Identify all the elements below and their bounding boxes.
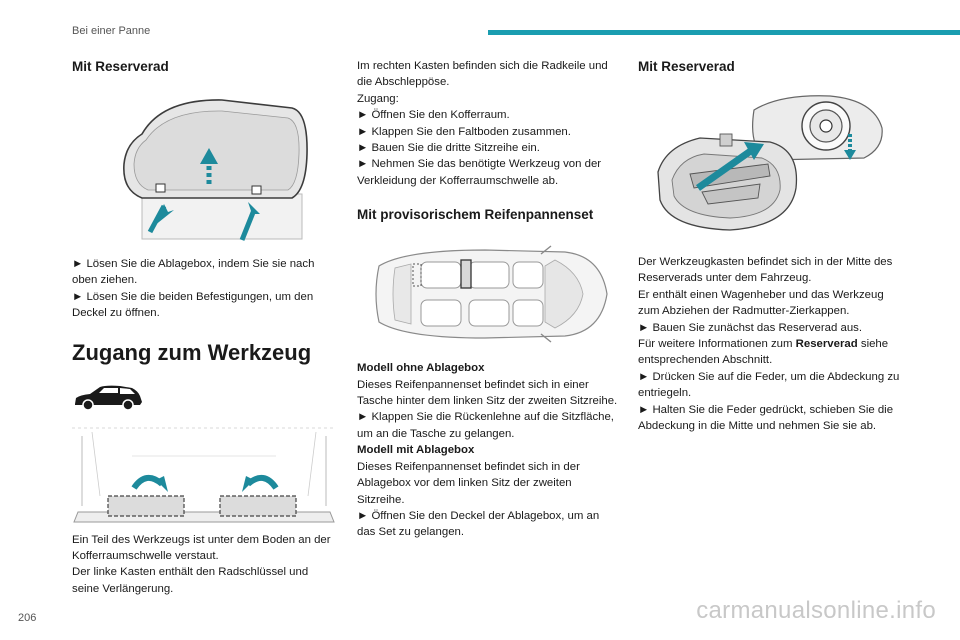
suv-silhouette-icon — [72, 384, 338, 412]
step-deckel-oeffnen: ► Öffnen Sie den Deckel der Ablagebox, u… — [357, 509, 600, 539]
heading-reifenpannenset: Mit provisorischem Reifenpannenset — [357, 207, 594, 223]
column-middle: Im rechten Kasten befinden sich die Radk… — [357, 58, 619, 541]
heading-mit-reserverad-2: Mit Reserverad — [638, 59, 735, 74]
para-werkzeug-boden: Ein Teil des Werkzeugs ist unter dem Bod… — [72, 533, 331, 563]
para-weitere-informationen: Für weitere Informationen zum Reserverad… — [638, 336, 900, 369]
para-werkzeugkasten: Der Werkzeugkasten befindet sich in der … — [638, 256, 893, 285]
model-ohne-ablagebox-text: Dieses Reifenpannenset befindet sich in … — [357, 378, 618, 408]
step-abdeckung-abnehmen: ► Halten Sie die Feder gedrückt, schiebe… — [638, 403, 894, 433]
step-reserverad-ausbauen: ► Bauen Sie zunächst das Reserverad aus. — [638, 321, 863, 334]
step-feder-druecken: ► Drücken Sie auf die Feder, um die Abde… — [638, 370, 900, 400]
model-mit-ablagebox-text: Dieses Reifenpannenset befindet sich in … — [357, 460, 580, 506]
step-kofferraum: ► Öffnen Sie den Kofferraum. — [357, 109, 510, 122]
page-number: 206 — [18, 612, 37, 624]
info-text-bold: Reserverad — [795, 338, 858, 351]
label-zugang: Zugang: — [357, 92, 399, 105]
watermark-url: carmanualsonline.info — [696, 597, 936, 624]
model-ohne-ablagebox-title: Modell ohne Ablagebox — [357, 360, 619, 376]
header-accent-bar — [488, 30, 960, 35]
illustration-trunk-threshold — [72, 426, 338, 524]
illustration-car-top-view — [365, 244, 619, 344]
heading-zugang-werkzeug: Zugang zum Werkzeug — [72, 339, 312, 365]
column-left: Mit Reserverad ► Lösen Sie die Ablagebox… — [72, 56, 338, 597]
model-mit-ablagebox-label: Modell mit Ablagebox — [357, 444, 475, 457]
step-werkzeug-abnehmen: ► Nehmen Sie das benötigte Werkzeug von … — [357, 158, 602, 187]
running-header: Bei einer Panne — [72, 25, 151, 37]
info-text-post: siehe entsprechenden Abschnitt. — [638, 338, 889, 367]
para-linker-kasten: Der linke Kasten enthält den Radschlüsse… — [72, 566, 309, 595]
info-text-pre: Für weitere Informationen zum — [638, 338, 796, 351]
step-loesen-ablagebox: ► Lösen Sie die Ablagebox, indem Sie sie… — [72, 258, 315, 287]
illustration-spare-wheel-toolkit — [650, 88, 900, 238]
model-mit-ablagebox-title: Modell mit Ablagebox — [357, 442, 619, 458]
model-ohne-ablagebox-label: Modell ohne Ablagebox — [357, 362, 485, 375]
step-faltboden: ► Klappen Sie den Faltboden zusammen. — [357, 125, 571, 138]
step-sitzreihe: ► Bauen Sie die dritte Sitzreihe ein. — [357, 142, 540, 155]
column-right: Mit Reserverad Der Werkzeugkasten befind… — [638, 56, 900, 434]
para-rechter-kasten: Im rechten Kasten befinden sich die Radk… — [357, 60, 608, 89]
step-loesen-befestigungen: ► Lösen Sie die beiden Befestigungen, um… — [72, 290, 314, 320]
para-wagenheber: Er enthält einen Wagenheber und das Werk… — [638, 288, 884, 318]
heading-mit-reserverad-1: Mit Reserverad — [72, 59, 169, 74]
illustration-floor-lid — [102, 94, 338, 246]
step-rueckenlehne: ► Klappen Sie die Rückenlehne auf die Si… — [357, 411, 614, 440]
